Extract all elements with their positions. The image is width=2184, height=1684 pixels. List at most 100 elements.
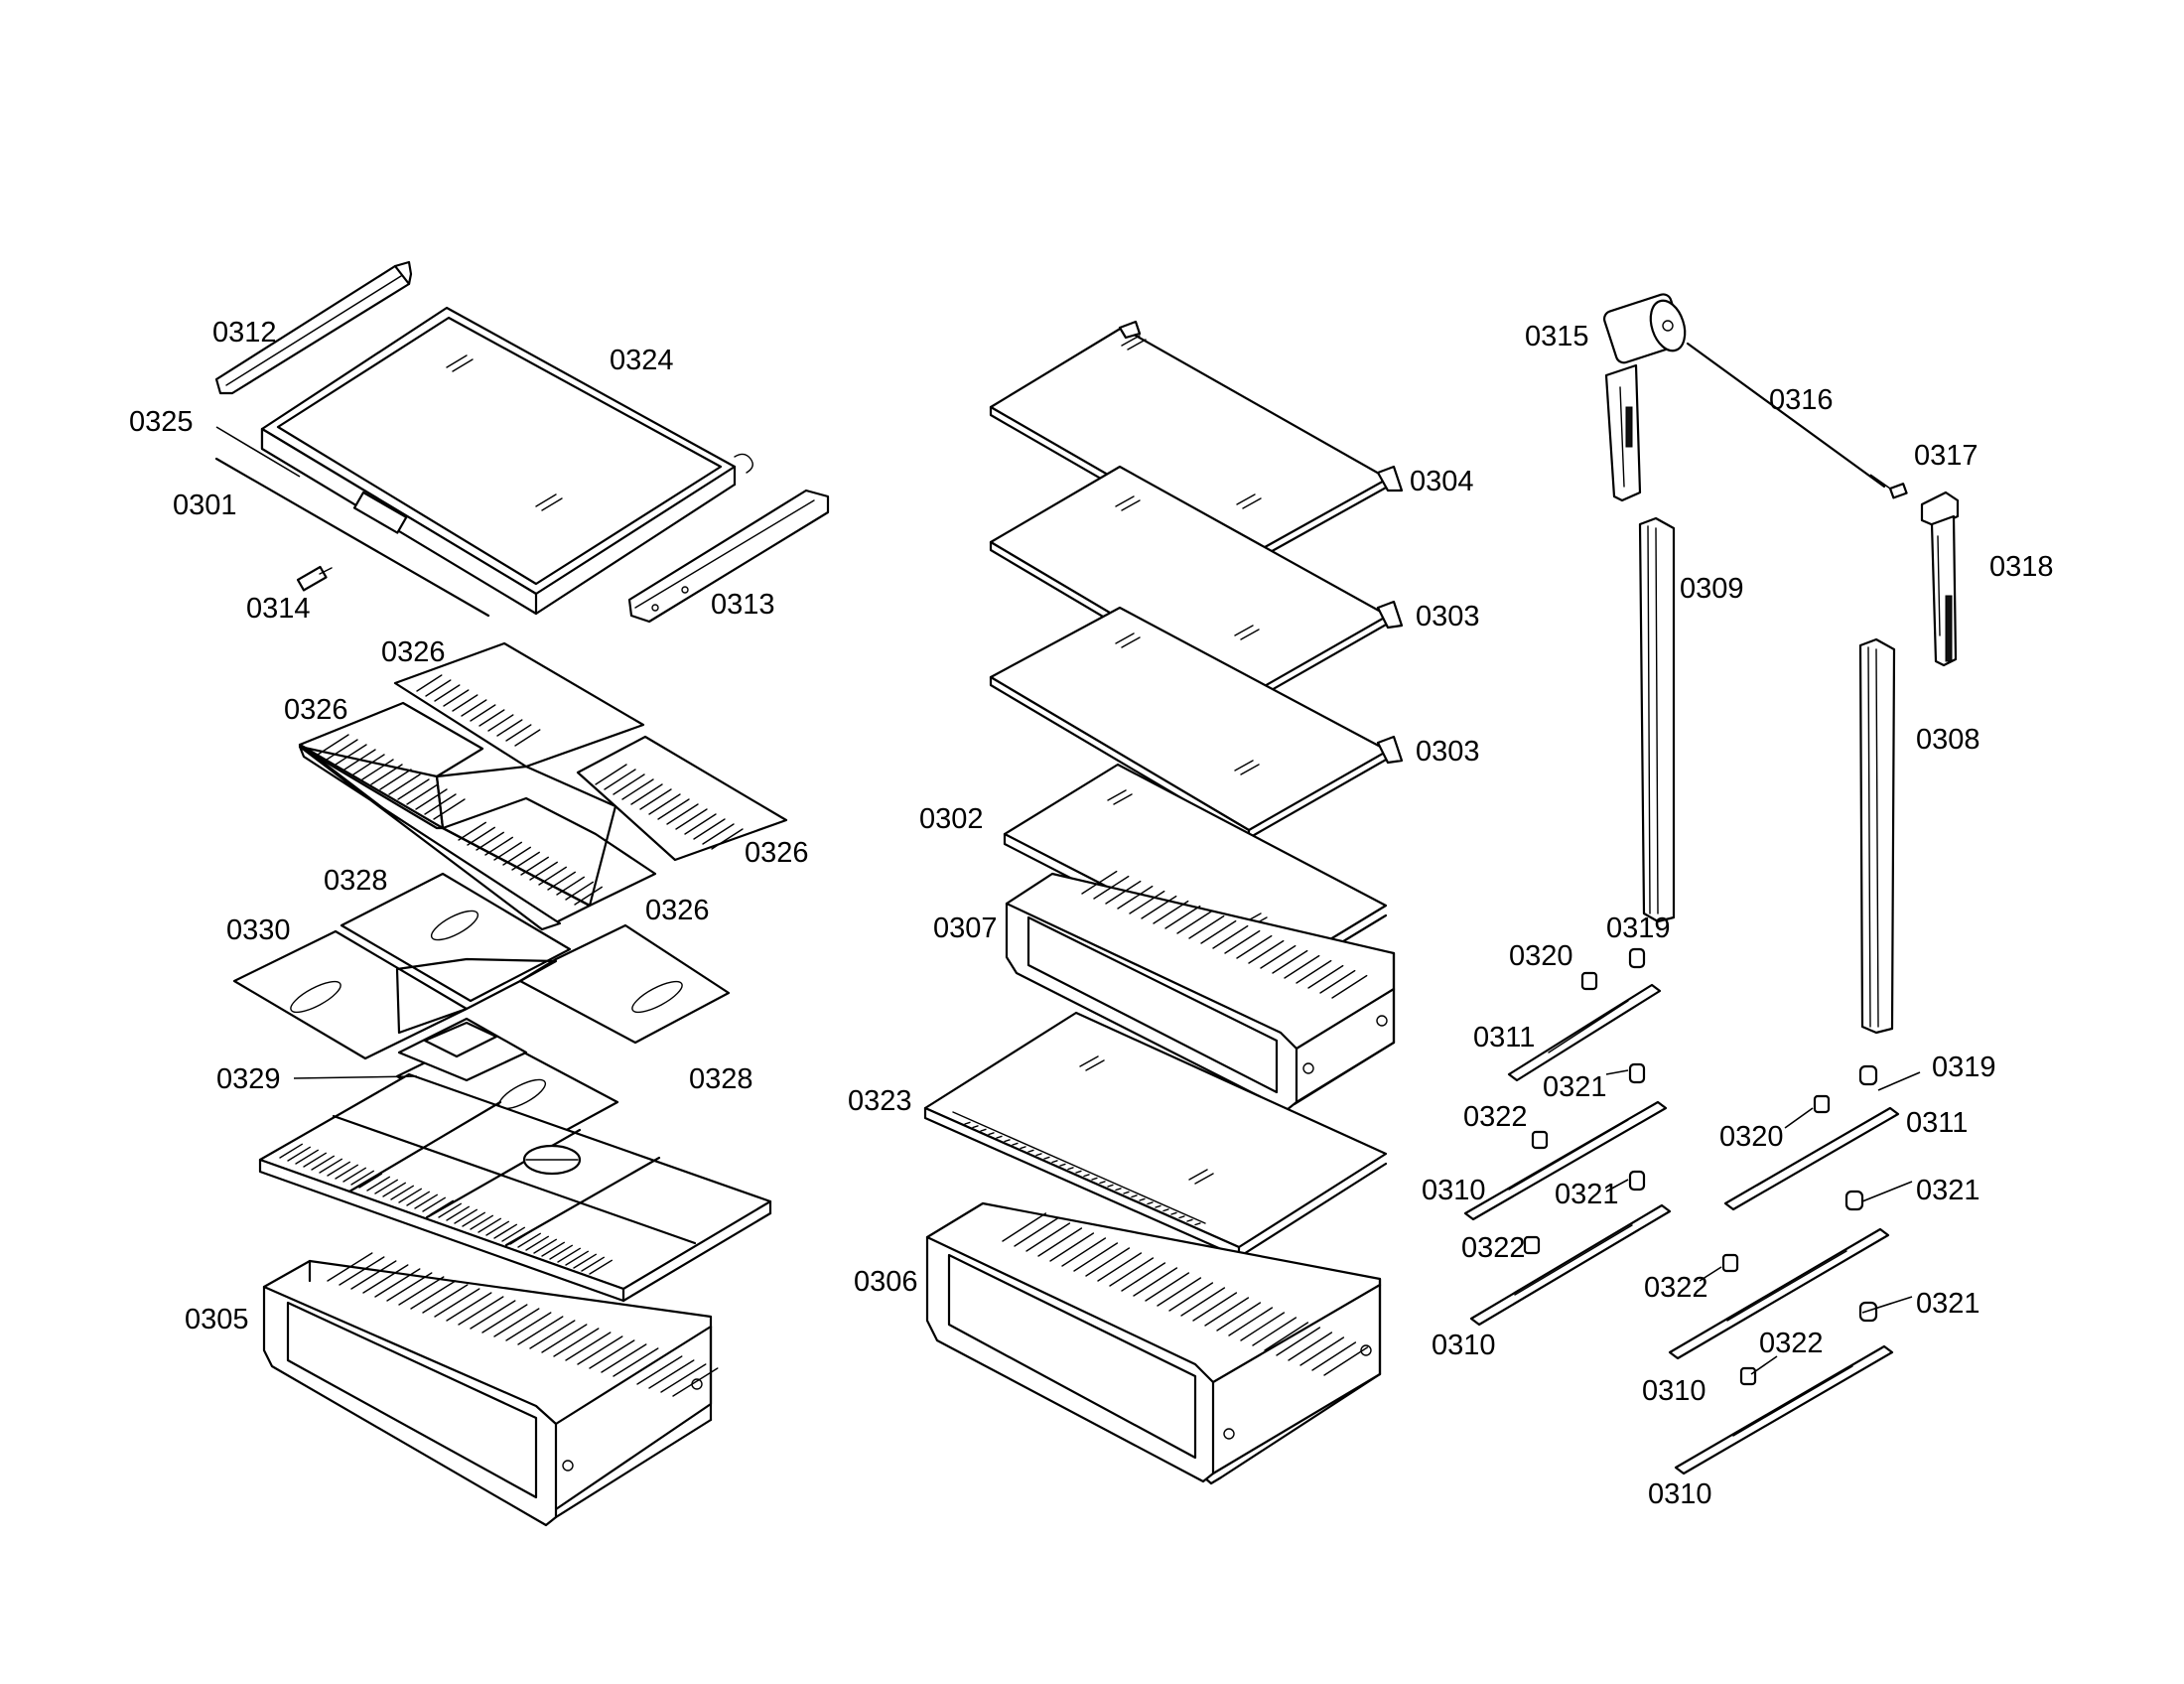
slot-line: [406, 783, 439, 805]
slot-line: [424, 793, 457, 815]
slot-line: [514, 729, 541, 747]
slot-line: [581, 1256, 606, 1272]
slot-line: [438, 1202, 463, 1218]
callout-0322: 0322: [1644, 1272, 1708, 1304]
slot-line: [478, 709, 505, 727]
slot-line: [366, 1176, 391, 1192]
slot-line: [1020, 1146, 1026, 1150]
callout-labels: 0312 0324 0325 0301 0314 0313 0326 0326 …: [129, 317, 2054, 1510]
slot-line: [335, 1164, 359, 1180]
slot-line: [446, 1205, 471, 1221]
slot-line: [493, 1223, 518, 1239]
part-0311-slide-rail-left: [1507, 983, 1662, 1082]
slot-line: [1252, 1317, 1297, 1346]
grate-assembly-slots: [279, 1143, 614, 1275]
callout-0307: 0307: [933, 912, 998, 944]
slot-line: [505, 724, 532, 742]
part-0312-rail: [214, 260, 413, 395]
slot-line: [1025, 1222, 1071, 1252]
slot-line: [350, 1170, 375, 1186]
slot-line: [1037, 1227, 1083, 1257]
callout-0328: 0328: [324, 865, 388, 897]
slot-line: [1236, 934, 1273, 959]
slot-line: [1162, 1208, 1169, 1212]
slot-line: [1043, 1156, 1050, 1160]
callout-0318: 0318: [1989, 551, 2054, 583]
slot-line: [636, 1355, 683, 1385]
part-0326-grate-set: [298, 641, 788, 931]
slot-line: [1168, 1282, 1214, 1312]
callout-0303: 0303: [1416, 736, 1480, 768]
slot-line: [672, 1367, 719, 1397]
slot-line: [1284, 954, 1320, 979]
slot-line: [458, 1296, 504, 1326]
slot-line: [358, 1173, 383, 1189]
slot-line: [287, 1146, 312, 1162]
callout-0322: 0322: [1461, 1232, 1526, 1264]
slot-line: [317, 734, 349, 756]
callout-0311: 0311: [1473, 1022, 1535, 1053]
callout-0310: 0310: [1648, 1478, 1712, 1510]
slot-line: [342, 1167, 367, 1183]
part-0329-grate-assembly: [258, 1072, 772, 1303]
part-0310-slide-rail-left-upper: [1463, 1100, 1668, 1221]
slot-line: [311, 1155, 336, 1171]
slot-line: [467, 826, 495, 846]
drawer-0307-slots: [1081, 870, 1368, 999]
slot-line: [1186, 1218, 1193, 1222]
part-0306-freezer-drawer: [925, 1201, 1382, 1485]
slot-line: [1139, 1197, 1146, 1201]
slot-line: [374, 1268, 421, 1298]
slot-line: [382, 1182, 407, 1197]
slot-line: [1188, 914, 1225, 939]
slot-line: [502, 846, 531, 866]
slot-line: [370, 764, 403, 785]
slot-line: [1248, 939, 1285, 964]
slot-line: [565, 1332, 612, 1361]
slot-line: [350, 1260, 397, 1290]
part-0316-shaft: [1686, 342, 1886, 489]
slot-line: [980, 1128, 987, 1132]
callout-0319: 0319: [1932, 1052, 1996, 1083]
slot-line: [1093, 875, 1130, 900]
slot-line: [547, 871, 576, 891]
slot-line: [505, 1312, 552, 1341]
slot-line: [476, 831, 504, 851]
slot-line: [517, 1232, 542, 1248]
callout-0305: 0305: [185, 1304, 249, 1335]
slot-line: [303, 1152, 328, 1168]
callout-0310: 0310: [1642, 1375, 1706, 1407]
callout-0324: 0324: [610, 345, 674, 376]
callout-0315: 0315: [1525, 321, 1589, 352]
slot-line: [1141, 895, 1177, 919]
slot-line: [416, 674, 443, 692]
slot-line: [1180, 1287, 1226, 1317]
slot-line: [343, 749, 376, 771]
slot-line: [648, 793, 681, 815]
slot-line: [553, 1328, 600, 1357]
slot-line: [565, 1250, 590, 1266]
callout-0302: 0302: [919, 803, 984, 835]
slot-line: [1212, 924, 1249, 949]
slot-line: [1004, 1139, 1011, 1143]
slot-line: [1157, 1277, 1202, 1307]
callout-0304: 0304: [1410, 466, 1474, 497]
callout-0326: 0326: [284, 694, 348, 726]
slot-line: [327, 1252, 373, 1282]
part-0311-slide-rail-right: [1723, 1106, 1900, 1211]
slot-line: [1228, 1307, 1274, 1336]
callout-0321: 0321: [1543, 1071, 1607, 1103]
slot-line: [386, 1272, 433, 1302]
slot-line: [517, 1316, 564, 1345]
slot-line: [1083, 1174, 1090, 1178]
slot-line: [462, 1211, 486, 1227]
slot-line: [1216, 1302, 1262, 1332]
slot-line: [1067, 1167, 1074, 1171]
slot-line: [485, 1220, 510, 1236]
slot-line: [1153, 900, 1189, 924]
slot-line: [1109, 1257, 1155, 1287]
slot-line: [1133, 1267, 1178, 1297]
slot-line: [601, 1343, 647, 1373]
slot-line: [1311, 1341, 1357, 1371]
